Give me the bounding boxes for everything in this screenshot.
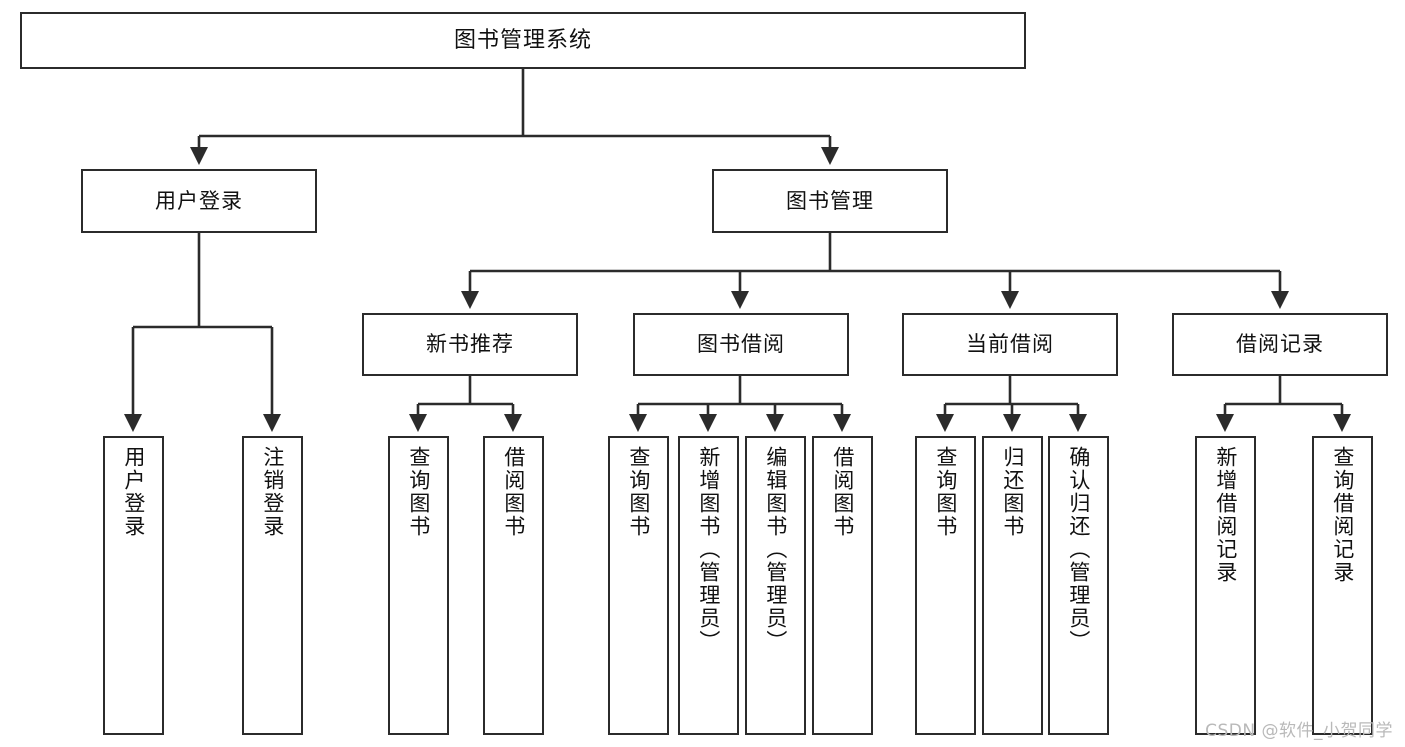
node-book-borrow[interactable]: 图书借阅 [633,313,849,376]
node-leaf-logout-login[interactable]: 注销登录 [242,436,303,735]
node-leaf-borrow-book-1-label: 借阅图书 [501,446,526,538]
node-leaf-query-book-1[interactable]: 查询图书 [388,436,449,735]
node-leaf-return-book-label: 归还图书 [1000,446,1025,538]
node-current-borrow-label: 当前借阅 [966,332,1054,357]
node-leaf-query-book-3[interactable]: 查询图书 [915,436,976,735]
node-leaf-query-book-2-label: 查询图书 [626,446,651,538]
node-leaf-query-record-label: 查询借阅记录 [1330,446,1355,584]
node-new-book-recommend-label: 新书推荐 [426,332,514,357]
node-leaf-add-book-label: 新增图书（管理员） [696,446,721,653]
node-leaf-query-book-2[interactable]: 查询图书 [608,436,669,735]
node-current-borrow[interactable]: 当前借阅 [902,313,1118,376]
node-leaf-query-book-3-label: 查询图书 [933,446,958,538]
node-leaf-query-book-1-label: 查询图书 [406,446,431,538]
node-borrow-record[interactable]: 借阅记录 [1172,313,1388,376]
node-leaf-user-login[interactable]: 用户登录 [103,436,164,735]
node-book-manage-label: 图书管理 [786,188,874,213]
node-new-book-recommend[interactable]: 新书推荐 [362,313,578,376]
node-leaf-edit-book-label: 编辑图书（管理员） [763,446,788,653]
node-leaf-confirm-return-label: 确认归还（管理员） [1066,446,1091,653]
node-user-login[interactable]: 用户登录 [81,169,317,233]
node-leaf-confirm-return[interactable]: 确认归还（管理员） [1048,436,1109,735]
node-leaf-add-record-label: 新增借阅记录 [1213,446,1238,584]
node-leaf-user-login-label: 用户登录 [121,446,146,538]
node-leaf-add-record[interactable]: 新增借阅记录 [1195,436,1256,735]
watermark-text: CSDN @软件_小贺同学 [1205,721,1393,741]
node-borrow-record-label: 借阅记录 [1236,332,1324,357]
node-leaf-add-book[interactable]: 新增图书（管理员） [678,436,739,735]
node-root-label: 图书管理系统 [453,27,592,53]
node-user-login-label: 用户登录 [155,188,243,213]
node-leaf-edit-book[interactable]: 编辑图书（管理员） [745,436,806,735]
node-leaf-borrow-book-2-label: 借阅图书 [830,446,855,538]
node-book-borrow-label: 图书借阅 [697,332,785,357]
node-book-manage[interactable]: 图书管理 [712,169,948,233]
node-leaf-borrow-book-2[interactable]: 借阅图书 [812,436,873,735]
node-leaf-return-book[interactable]: 归还图书 [982,436,1043,735]
node-leaf-logout-login-label: 注销登录 [260,446,285,538]
node-leaf-borrow-book-1[interactable]: 借阅图书 [483,436,544,735]
node-leaf-query-record[interactable]: 查询借阅记录 [1312,436,1373,735]
node-root[interactable]: 图书管理系统 [20,12,1026,69]
